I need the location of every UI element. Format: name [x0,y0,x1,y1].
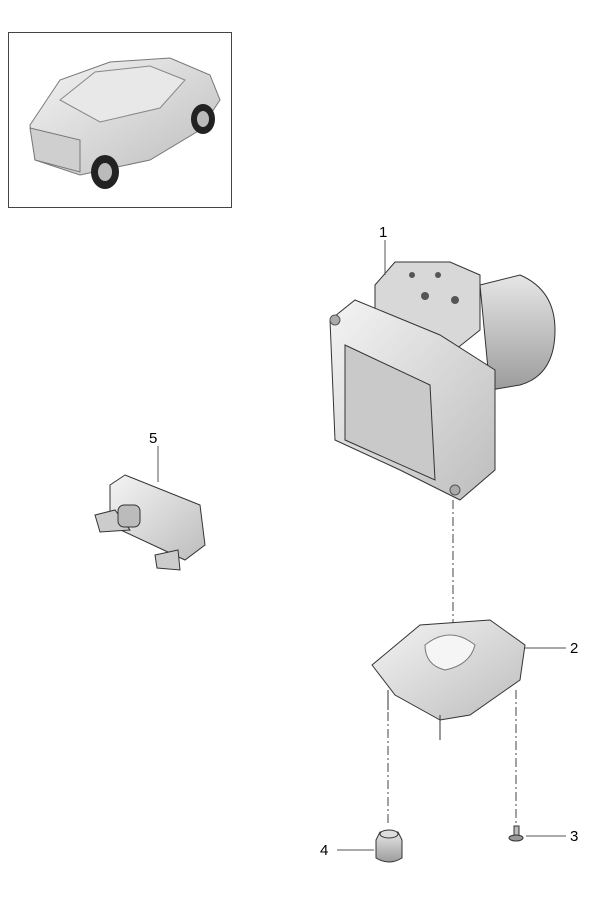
part-3-screw[interactable] [508,825,524,842]
part-4-rubber-mount[interactable] [375,829,403,863]
callout-1[interactable]: 1 [379,224,387,241]
part-5-sensor-module[interactable] [94,474,206,571]
part-2-bracket[interactable] [371,619,526,740]
vehicle-overview-inset [8,32,232,208]
callout-4[interactable]: 4 [320,842,328,859]
car-illustration [29,57,221,189]
callout-5[interactable]: 5 [149,430,157,447]
part-1-abs-unit[interactable] [329,261,556,501]
callout-2[interactable]: 2 [570,640,578,657]
callout-3[interactable]: 3 [570,828,578,845]
